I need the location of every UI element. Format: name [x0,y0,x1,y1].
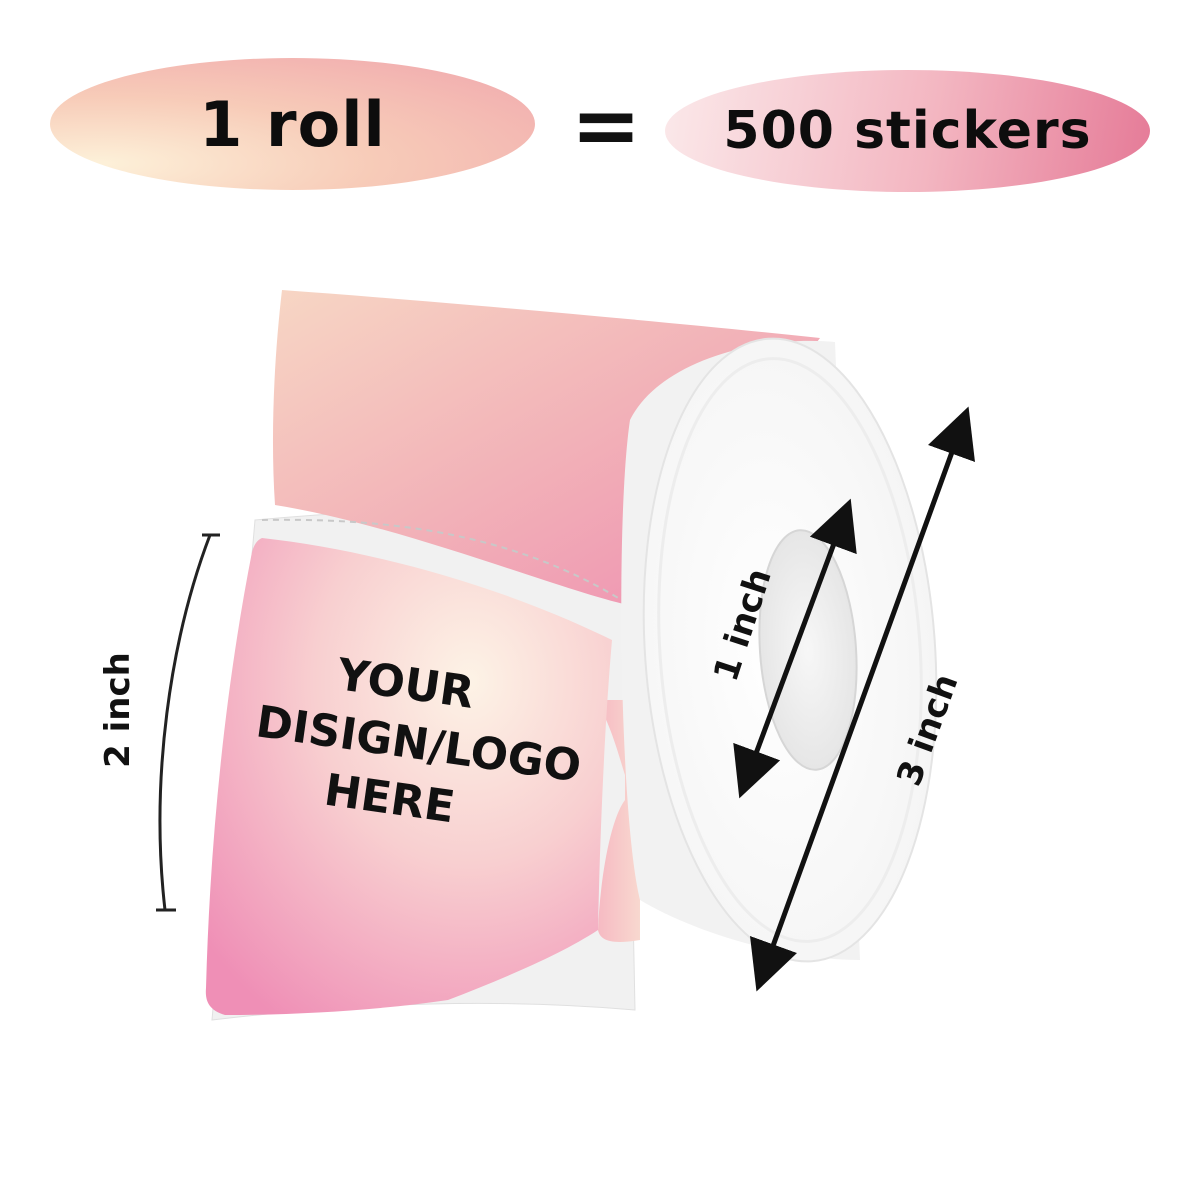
roll-count-text: 1 roll [199,87,386,161]
diameter-dimension-arrow [750,406,975,992]
perforation-line [261,518,641,613]
front-label [205,538,613,1015]
equals-sign: = [570,76,642,174]
sticker-count-text: 500 stickers [723,101,1092,161]
sticker-count-badge: 500 stickers [665,70,1150,192]
roll-top-label [272,290,820,605]
roll-count-badge: 1 roll [50,58,535,190]
height-bracket [158,534,212,911]
height-label: 2 inch [97,652,138,768]
